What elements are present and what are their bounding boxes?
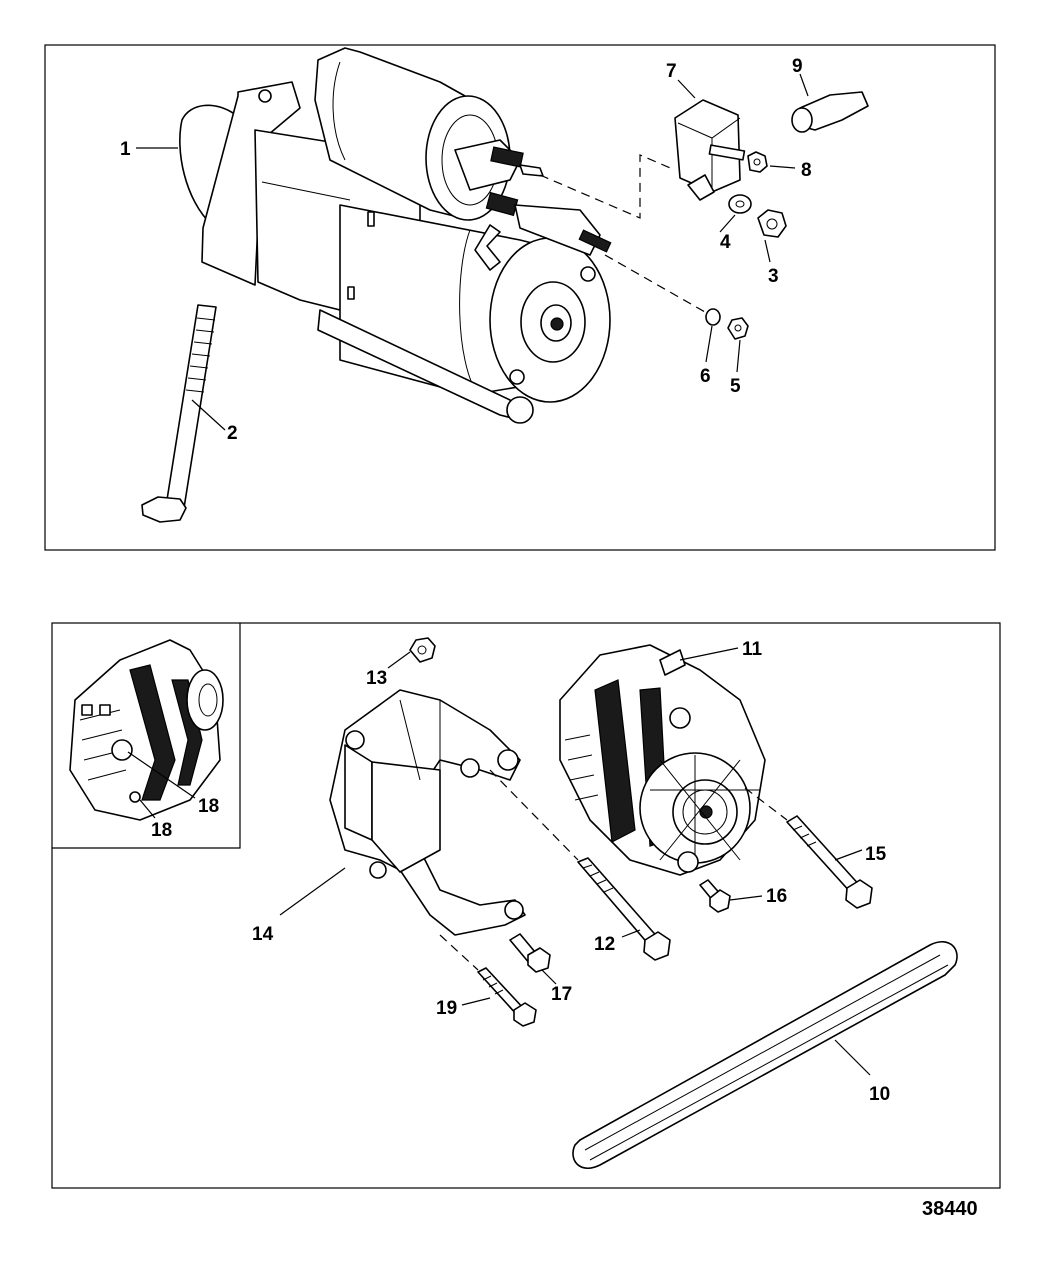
leader-17 <box>541 969 557 985</box>
leader-15 <box>834 849 863 861</box>
callout-14: 14 <box>252 924 274 945</box>
callout-3: 3 <box>768 266 779 287</box>
callout-18-lower: 18 <box>151 820 172 841</box>
bolt-15-illustration <box>786 815 873 909</box>
bolt-17-illustration <box>509 933 551 973</box>
terminal-insulator-illustration <box>674 99 746 201</box>
callout-18-upper: 18 <box>198 796 219 817</box>
alternator-11-illustration <box>559 644 766 876</box>
leader-18b <box>139 799 156 819</box>
leader-12 <box>621 929 641 938</box>
leader-19 <box>461 997 491 1006</box>
starter-motor-illustration <box>179 47 612 424</box>
callout-11: 11 <box>742 639 763 660</box>
callout-8: 8 <box>801 160 812 181</box>
callout-7: 7 <box>666 61 677 82</box>
starter-mounting-bolt-illustration <box>141 304 217 523</box>
figure-number: 38440 <box>922 1198 978 1220</box>
callout-6: 6 <box>700 366 711 387</box>
alignment-line <box>539 154 676 219</box>
callout-1: 1 <box>120 139 131 160</box>
alignment-line <box>744 787 788 821</box>
nut-5-illustration <box>727 317 749 340</box>
leader-18a <box>127 751 196 799</box>
callout-5: 5 <box>730 376 741 397</box>
alignment-line <box>439 934 479 971</box>
boot-9-illustration <box>791 91 869 133</box>
inset-alternator-illustration <box>69 639 224 821</box>
leader-10 <box>834 1039 871 1076</box>
callout-15: 15 <box>865 844 887 865</box>
washer-4-illustration <box>728 194 752 214</box>
alternator-panel <box>51 622 1001 1189</box>
leader-16 <box>729 895 763 901</box>
washer-6-illustration <box>705 308 721 326</box>
bolt-12-illustration <box>577 857 671 961</box>
callout-19: 19 <box>436 998 457 1019</box>
callout-17: 17 <box>551 984 572 1005</box>
callout-9: 9 <box>792 56 803 77</box>
bolt-16-illustration <box>699 879 731 913</box>
alignment-line <box>604 254 706 313</box>
alignment-line <box>489 769 579 861</box>
nut-13-illustration <box>409 637 436 663</box>
leader-14 <box>279 867 346 916</box>
callout-12: 12 <box>594 934 615 955</box>
callout-10: 10 <box>869 1084 890 1105</box>
inset-frame <box>52 623 241 849</box>
nut-3-illustration <box>757 209 787 238</box>
drive-belt-10-illustration <box>572 941 958 1169</box>
callout-4: 4 <box>720 232 731 253</box>
callout-13: 13 <box>366 668 387 689</box>
callout-2: 2 <box>227 423 238 444</box>
bolt-19-illustration <box>477 967 537 1027</box>
callout-16: 16 <box>766 886 787 907</box>
leader-11 <box>679 647 739 661</box>
mounting-bracket-14-illustration <box>329 689 526 936</box>
nut-8-illustration <box>747 151 768 173</box>
leader-lines-top <box>136 73 809 431</box>
leader-13 <box>387 651 411 669</box>
starter-panel <box>44 44 996 551</box>
